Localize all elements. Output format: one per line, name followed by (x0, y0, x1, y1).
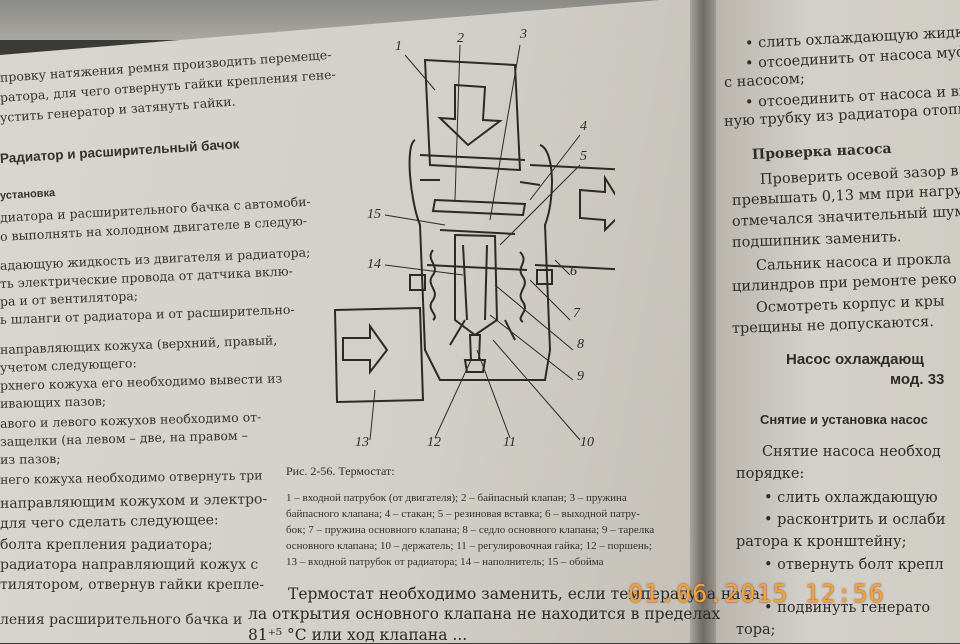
text-line: • слить охлаждающую (764, 490, 938, 506)
label-8: 8 (577, 337, 584, 352)
text-line: тора; (736, 622, 776, 638)
label-5: 5 (580, 149, 587, 164)
text-line: • расконтрить и ослаби (764, 512, 946, 528)
text-line: порядке: (736, 466, 805, 482)
label-12: 12 (427, 435, 441, 450)
text-line: • отвернуть болт крепл (764, 557, 944, 573)
label-1: 1 (395, 39, 402, 54)
label-15: 15 (367, 207, 381, 222)
subsection-heading: установка (0, 187, 56, 202)
right-page (712, 0, 960, 643)
text-line: радиатора направляющий кожух с (0, 557, 259, 573)
figure-caption-line: 1 – входной патрубок (от двигателя); 2 –… (286, 492, 627, 504)
text-line: Снятие насоса необход (762, 444, 941, 460)
text-line: • подвинуть генерато (764, 600, 931, 616)
figure-caption-line: бок; 7 – пружина основного клапана; 8 – … (286, 524, 655, 536)
date-timestamp: 01.06.2015 12:56 (628, 579, 885, 608)
text-line: из пазов; (0, 450, 61, 467)
figure-caption-title: Рис. 2-56. Термостат: (286, 464, 395, 478)
text-line: ивающих пазов; (0, 393, 107, 411)
label-13: 13 (355, 435, 369, 450)
text-line: тилятором, отвернув гайки крепле- (0, 577, 265, 593)
left-page (0, 0, 700, 643)
section-heading: Насос охлаждающ (786, 351, 924, 368)
text-line: болта крепления радиатора; (0, 537, 213, 553)
label-4: 4 (580, 119, 587, 134)
section-heading: мод. 33 (890, 371, 945, 388)
thermostat-diagram: 1 2 3 4 5 6 7 8 9 10 11 12 13 14 15 (333, 27, 615, 450)
text-line: ления расширительного бачка и (0, 612, 243, 628)
label-7: 7 (573, 306, 581, 321)
body-text-line: ла открытия основного клапана не находит… (248, 605, 721, 623)
figure-caption-line: 13 – входной патрубок от радиатора; 14 –… (286, 556, 604, 568)
figure-caption-line: основного клапана; 10 – держатель; 11 – … (286, 540, 652, 552)
figure-caption-line: байпасного клапана; 4 – стакан; 5 – рези… (286, 508, 640, 520)
label-6: 6 (570, 264, 577, 279)
label-14: 14 (367, 257, 381, 272)
label-2: 2 (457, 31, 464, 46)
body-text-line: Термостат необходимо заменить, если темп… (288, 585, 766, 603)
text-line: ратора к кронштейну; (736, 534, 907, 550)
subsection-heading: Снятие и установка насос (760, 412, 928, 427)
label-10: 10 (580, 435, 594, 450)
book-gutter (690, 0, 716, 643)
label-11: 11 (503, 435, 516, 450)
label-3: 3 (519, 27, 527, 42)
label-9: 9 (577, 369, 584, 384)
body-text-line: 81⁺⁵ °С или ход клапана ... (248, 626, 468, 644)
